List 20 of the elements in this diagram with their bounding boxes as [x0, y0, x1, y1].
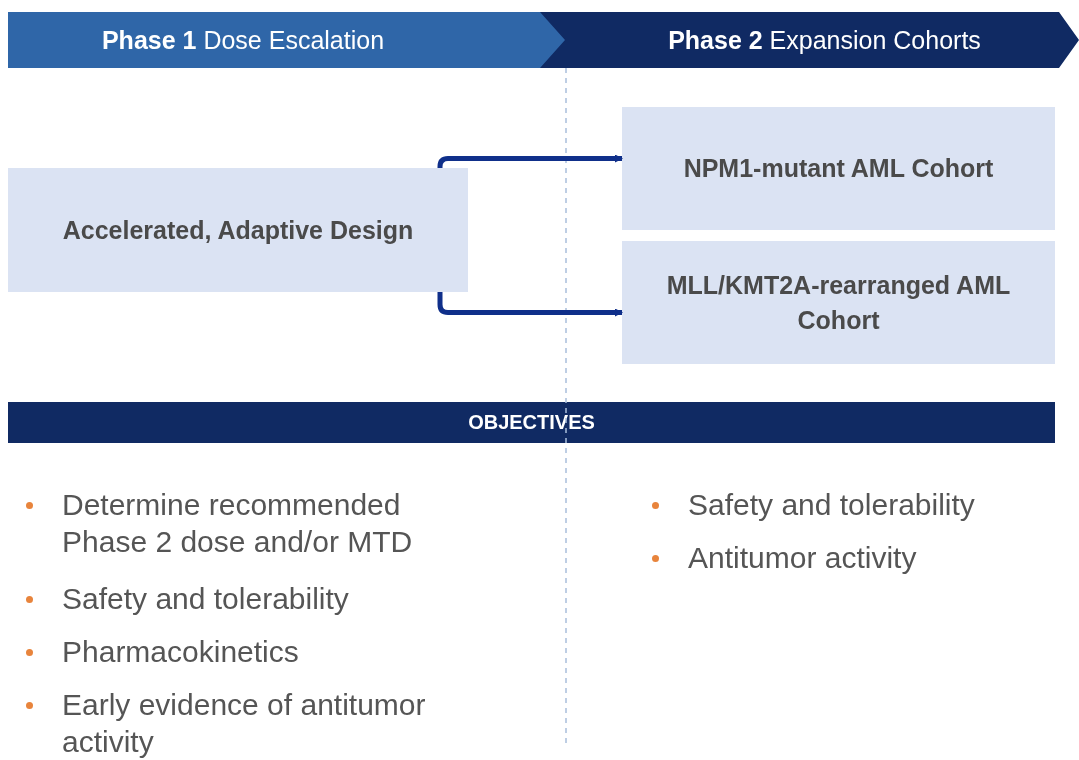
arrow [437, 292, 623, 317]
objective-item: Early evidence of antitumor activity [62, 687, 427, 760]
section-title: OBJECTIVES [468, 411, 595, 434]
process-box [622, 107, 1055, 230]
objective-item: Safety and tolerability [688, 487, 976, 523]
phase-banner [540, 12, 1079, 68]
process-box [622, 241, 1055, 364]
objective-item: Pharmacokinetics [62, 634, 300, 670]
banner-title: Phase 2 Expansion Cohorts [668, 25, 981, 55]
objective-item: Antitumor activity [688, 540, 918, 576]
phase-banner [8, 12, 568, 68]
box-label: Accelerated, Adaptive Design [62, 214, 414, 246]
process-box [8, 168, 468, 292]
objective-item: Determine recommended Phase 2 dose and/or MTD [62, 487, 414, 560]
box-label: MLL/KMT2A-rearranged AML Cohort [665, 269, 1012, 336]
box-label: NPM1-mutant AML Cohort [683, 153, 994, 184]
banner-title: Phase 1 Dose Escalation [101, 25, 385, 55]
arrow [437, 154, 623, 169]
objective-item: Safety and tolerability [62, 581, 350, 617]
section-header-bar [8, 402, 1055, 443]
